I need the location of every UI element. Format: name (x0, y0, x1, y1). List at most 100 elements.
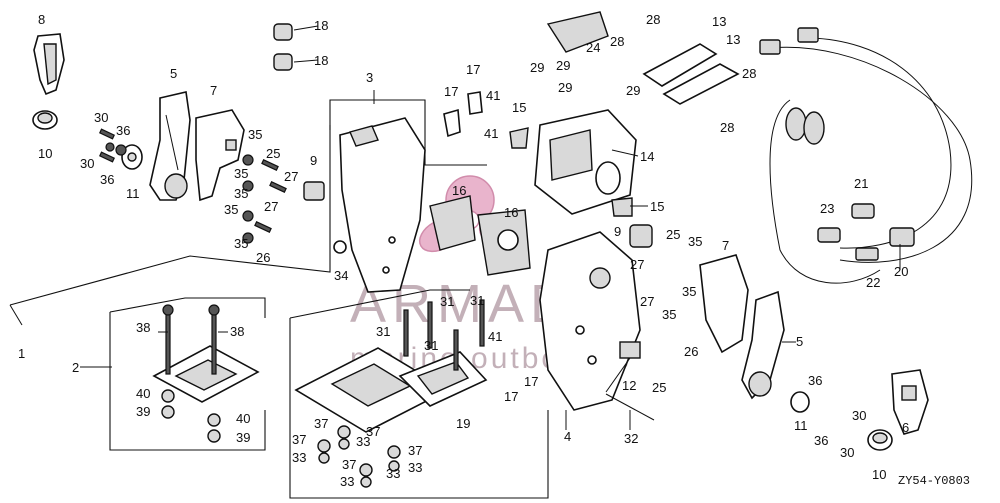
callout: 13 (726, 32, 740, 47)
callout: 26 (684, 344, 698, 359)
callout: 23 (820, 201, 834, 216)
wire-harness (759, 27, 973, 284)
callout: 37 (408, 443, 422, 458)
part-4-control-case (539, 231, 641, 411)
callout: 10 (38, 146, 52, 161)
part-2-spacer-plate (152, 345, 260, 403)
callout: 11 (794, 418, 808, 433)
callout: 29 (626, 83, 640, 98)
part-5-lever-arm (149, 91, 191, 201)
callout: 36 (100, 172, 114, 187)
callout: 32 (624, 431, 638, 446)
callout: 25 (652, 380, 666, 395)
small-bolts-left (99, 128, 287, 244)
callout: 33 (356, 434, 370, 449)
callout: 7 (722, 238, 729, 253)
callout: 2 (72, 360, 79, 375)
callout: 16 (504, 205, 518, 220)
callout: 31 (424, 338, 438, 353)
callout: 22 (866, 275, 880, 290)
callout: 17 (504, 389, 518, 404)
callout: 27 (640, 294, 654, 309)
callout: 36 (808, 373, 822, 388)
callout: 9 (614, 224, 621, 239)
callout: 35 (224, 202, 238, 217)
diagram-code: ZY54-Y0803 (898, 474, 970, 488)
callout: 28 (646, 12, 660, 27)
callout: 25 (266, 146, 280, 161)
part-31-bolts (403, 299, 485, 371)
callout: 31 (470, 293, 484, 308)
part-10-grommet-right (867, 429, 893, 451)
callout: 30 (80, 156, 94, 171)
callout: 36 (814, 433, 828, 448)
callout: 39 (136, 404, 150, 419)
callout: 18 (314, 18, 328, 33)
callout: 40 (236, 411, 250, 426)
part-17-clips-top (443, 91, 483, 138)
callout: 28 (742, 66, 756, 81)
callout: 41 (486, 88, 500, 103)
callout: 29 (556, 58, 570, 73)
callout: 17 (466, 62, 480, 77)
callout: 30 (94, 110, 108, 125)
callout: 10 (872, 467, 886, 482)
callout: 17 (524, 374, 538, 389)
callout: 18 (314, 53, 328, 68)
leader-lines (80, 25, 901, 430)
callout: 31 (440, 294, 454, 309)
part-33-nuts (317, 425, 401, 488)
callout: 4 (564, 429, 571, 444)
callout: 38 (230, 324, 244, 339)
part-15-clips (509, 127, 633, 217)
part-18-caps (273, 23, 293, 71)
part-8-lever-grip (33, 33, 65, 96)
part-7-bracket-right (699, 254, 749, 354)
callout: 20 (894, 264, 908, 279)
part-39-40-nuts (161, 389, 221, 443)
callout: 35 (688, 234, 702, 249)
callout: 37 (342, 457, 356, 472)
assembly-frames (9, 99, 549, 499)
callout: 12 (622, 378, 636, 393)
callout: 5 (796, 334, 803, 349)
callout: 24 (586, 40, 600, 55)
callout: 5 (170, 66, 177, 81)
callout: 36 (116, 123, 130, 138)
callout: 13 (712, 14, 726, 29)
callout: 28 (720, 120, 734, 135)
callout: 29 (558, 80, 572, 95)
part-24-cover-strip (546, 11, 609, 53)
callout: 28 (610, 34, 624, 49)
callout: 31 (376, 324, 390, 339)
callout: 40 (136, 386, 150, 401)
part-13-brackets (642, 43, 740, 105)
callout: 35 (248, 127, 262, 142)
callout: 35 (662, 307, 676, 322)
callout: 33 (292, 450, 306, 465)
part-14-switch-box (534, 109, 637, 215)
callout: 9 (310, 153, 317, 168)
callout: 33 (408, 460, 422, 475)
callout: 19 (456, 416, 470, 431)
callout: 30 (840, 445, 854, 460)
callout: 39 (236, 430, 250, 445)
part-38-long-screws (162, 304, 220, 375)
callout: 21 (854, 176, 868, 191)
part-3-control-case-half (339, 117, 426, 293)
callout: 11 (126, 186, 140, 201)
part-9-grommet-right (629, 224, 653, 248)
part-9-button (303, 181, 325, 201)
part-10-grommet (32, 110, 58, 130)
part-11-washer-right (790, 391, 810, 413)
callout: 14 (640, 149, 654, 164)
callout: 37 (292, 432, 306, 447)
callout: 37 (314, 416, 328, 431)
callout: 25 (666, 227, 680, 242)
part-11-washer-assembly (121, 144, 143, 170)
callout: 37 (366, 424, 380, 439)
callout: 17 (444, 84, 458, 99)
callout: 3 (366, 70, 373, 85)
callout: 41 (488, 329, 502, 344)
